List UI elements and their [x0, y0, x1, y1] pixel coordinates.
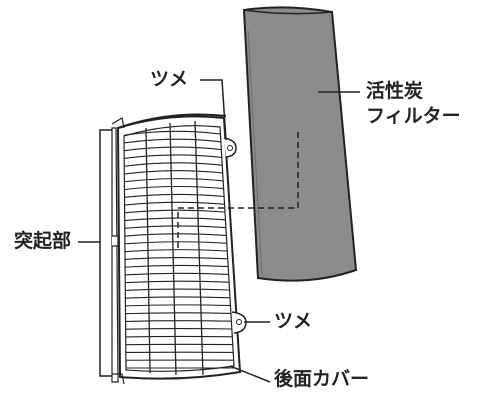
grille-slat: [124, 170, 223, 175]
grille-slat: [124, 146, 221, 152]
grille-slat: [125, 296, 230, 299]
grille-slat: [125, 256, 228, 260]
label-claw-bottom: ツメ: [274, 310, 313, 332]
grille-slats: [123, 130, 234, 369]
leader-lines: [78, 79, 360, 383]
label-rear-cover: 後面カバー: [274, 368, 370, 390]
grille-slat: [125, 288, 230, 291]
label-activated-carbon-filter-2: フィルター: [366, 105, 461, 127]
label-claw-top: ツメ: [150, 68, 189, 90]
grille-slat: [124, 162, 222, 167]
claw-bottom-shape: [231, 311, 247, 334]
claw-top-shape: [223, 137, 237, 158]
label-protrusion: 突起部: [14, 230, 72, 252]
grille-slat: [125, 327, 232, 330]
protrusion-bracket: [99, 117, 125, 385]
grille-slat: [125, 272, 229, 276]
grille-slat: [125, 312, 231, 315]
label-activated-carbon-filter-1: 活性炭: [366, 80, 424, 102]
grille-slat: [124, 249, 228, 253]
grille-slat: [124, 178, 223, 183]
grille-slat: [124, 209, 225, 214]
grille-slat: [124, 154, 222, 160]
grille-slat: [124, 217, 226, 222]
grille-slat: [125, 264, 228, 268]
grille-slat: [123, 138, 221, 144]
rear-cover: [111, 113, 242, 383]
grille-slat: [125, 320, 232, 322]
grille-slat: [124, 185, 224, 191]
grille-slat: [123, 130, 221, 136]
alignment-guide: [177, 132, 299, 252]
grille-slat: [124, 241, 227, 245]
activated-carbon-filter: [242, 6, 358, 282]
grille-slat: [124, 225, 226, 229]
grille-slat: [124, 201, 225, 206]
grille-slat: [125, 335, 233, 338]
grille-slat: [124, 233, 227, 237]
grille-slat: [125, 304, 231, 307]
grille-slat: [124, 193, 224, 198]
grille-slat: [125, 280, 229, 284]
